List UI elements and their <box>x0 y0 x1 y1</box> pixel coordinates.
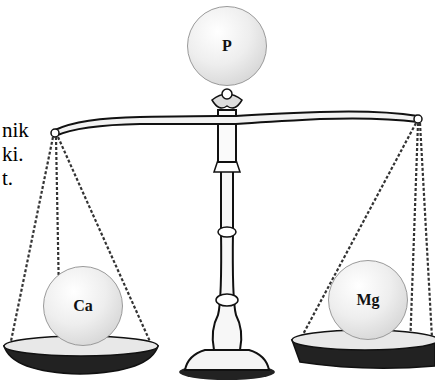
element-symbol: Mg <box>356 291 379 309</box>
element-symbol: Ca <box>73 297 93 315</box>
element-symbol: P <box>222 37 232 55</box>
text-fragment: ki. <box>2 142 24 167</box>
text-fragment: t. <box>2 166 13 191</box>
text-fragment: nik <box>2 118 29 143</box>
element-circle: P <box>187 6 267 86</box>
element-circle: Mg <box>328 260 408 340</box>
element-circle: Ca <box>43 266 123 346</box>
